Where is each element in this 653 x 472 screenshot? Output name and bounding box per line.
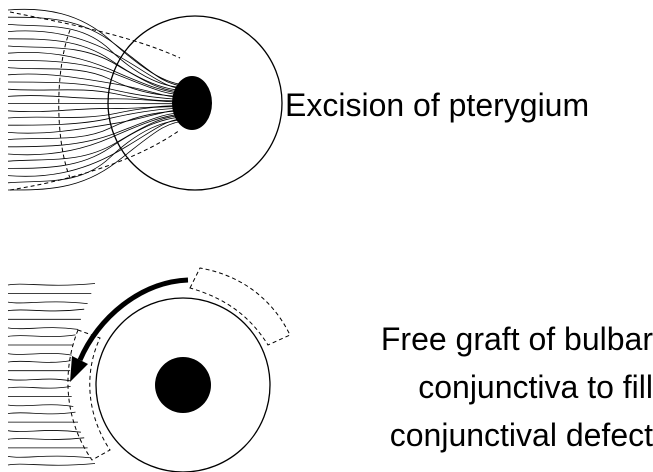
conjunctiva-fiber — [8, 361, 71, 363]
panel-graft: Free graft of bulbar conjunctiva to fill… — [8, 268, 653, 472]
pupil — [172, 76, 212, 130]
conjunctiva-fiber — [8, 412, 76, 414]
conjunctiva-fiber — [8, 464, 95, 466]
conjunctiva-fiber — [8, 405, 73, 407]
conjunctiva-fiber — [8, 430, 81, 432]
conjunctiva-fiber — [8, 302, 88, 304]
caption-graft-line-3: conjunctival defect — [390, 417, 653, 453]
conjunctiva-fiber — [8, 456, 91, 458]
panel-excision: Excision of pterygium — [8, 9, 589, 190]
conjunctiva-fiber — [8, 328, 78, 330]
conjunctiva-fiber — [8, 309, 84, 311]
caption-graft-line-2: conjunctiva to fill — [418, 369, 653, 405]
caption-excision: Excision of pterygium — [285, 87, 589, 123]
conjunctiva-fiber — [8, 284, 95, 286]
conjunctiva-fiber — [8, 379, 70, 381]
pupil — [155, 357, 211, 413]
conjunctiva-tissue — [8, 284, 95, 466]
conjunctiva-fiber — [8, 438, 84, 440]
conjunctiva-fiber — [8, 386, 71, 388]
conjunctiva-fiber — [8, 335, 76, 337]
conjunctiva-fiber — [8, 353, 72, 355]
caption-graft-line-1: Free graft of bulbar — [381, 321, 653, 357]
arrow-head-icon — [70, 356, 88, 382]
